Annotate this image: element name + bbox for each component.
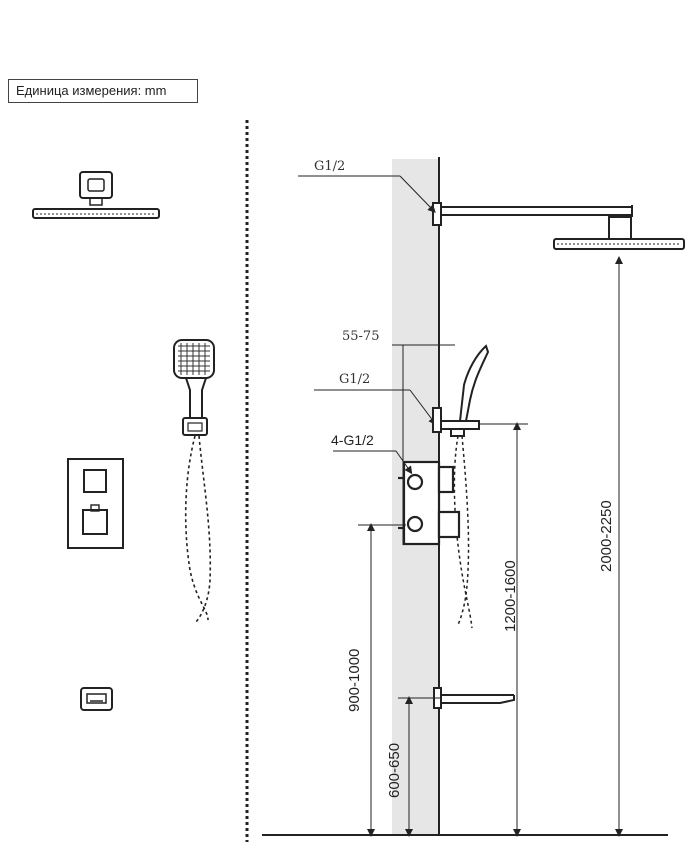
top-inlet-label: G1/2 <box>314 159 345 174</box>
handshower-height-dimension: 1200-1600 <box>479 422 528 837</box>
showerhead-height-label: 2000-2250 <box>598 500 615 572</box>
hand-shower-icon <box>173 339 215 623</box>
ceiling-showerhead <box>432 202 685 250</box>
valve-inlets-callout: 4-G1/2 <box>331 432 413 475</box>
wall-depth-label: 55-75 <box>342 329 379 344</box>
bath-spout-icon <box>80 687 113 711</box>
spout-height-label: 600-650 <box>386 743 403 798</box>
showerhead-icon <box>32 171 160 219</box>
handshower-height-label: 1200-1600 <box>502 560 519 632</box>
top-inlet-callout: G1/2 <box>298 159 436 213</box>
thermostatic-mixer-panel-icon <box>67 458 124 549</box>
showerhead-height-dimension: 2000-2250 <box>598 256 623 837</box>
valve-height-dimension: 900-1000 <box>346 523 406 837</box>
valve-inlets-label: 4-G1/2 <box>331 432 374 448</box>
middle-inlet-label: G1/2 <box>339 372 370 387</box>
unit-label: Единица измерения: mm <box>8 79 198 103</box>
valve-height-label: 900-1000 <box>346 649 363 712</box>
spout-height-dimension: 600-650 <box>386 696 440 837</box>
concealed-valve-body <box>398 460 461 546</box>
middle-inlet-callout: G1/2 <box>314 372 437 426</box>
bath-spout-side <box>433 687 515 709</box>
hand-shower-side <box>432 344 490 629</box>
